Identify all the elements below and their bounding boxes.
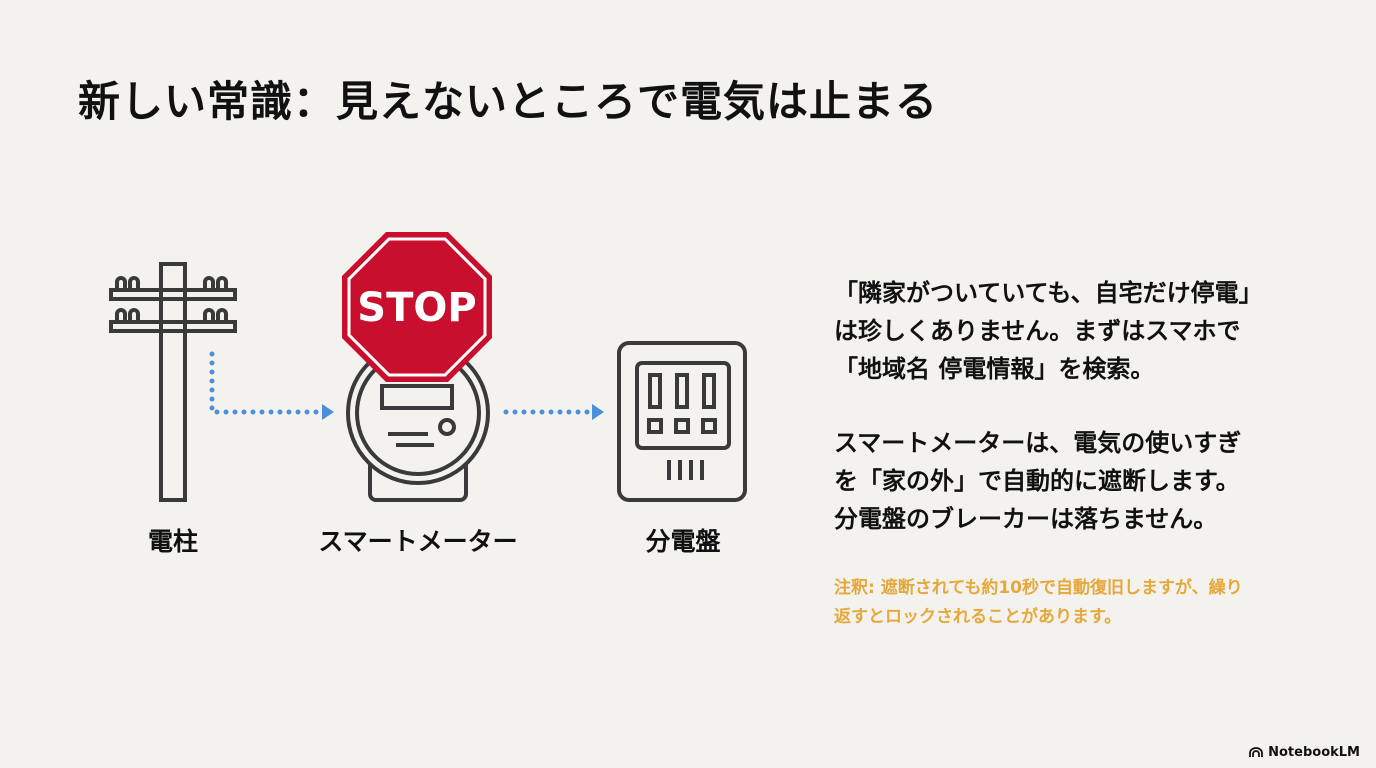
note-line: 注釈: 遮断されても約10秒で自動復旧しますが、繰り [834, 578, 1243, 598]
stop-sign-icon: STOP [342, 232, 492, 382]
paragraph-outage-check: 「隣家がついていても、自宅だけ停電」 は珍しくありません。まずはスマホで 「地域… [834, 274, 1263, 388]
brand-text: NotebookLM [1268, 745, 1360, 760]
dotted-arrow-meter-to-panel [503, 404, 604, 420]
text-line: 分電盤のブレーカーは落ちません。 [834, 505, 1218, 533]
note: 注釈: 遮断されても約10秒で自動復旧しますが、繰り 返すとロックされることがあ… [834, 574, 1243, 632]
text-line: 「地域名 停電情報」を検索。 [834, 355, 1155, 383]
notebooklm-brand: NotebookLM [1249, 745, 1360, 760]
meter-label: スマートメーター [318, 527, 518, 556]
pole-label: 電柱 [147, 527, 199, 556]
text-line: 「隣家がついていても、自宅だけ停電」 [834, 279, 1263, 307]
distribution-panel-icon [617, 341, 747, 502]
text-line: を「家の外」で自動的に遮断します。 [834, 467, 1240, 495]
panel-label: 分電盤 [645, 527, 721, 556]
paragraph-smart-meter: スマートメーターは、電気の使いすぎ を「家の外」で自動的に遮断します。 分電盤の… [834, 424, 1241, 538]
slide-title: 新しい常識：見えないところで電気は止まる [78, 77, 939, 126]
text-line: スマートメーターは、電気の使いすぎ [834, 429, 1242, 457]
note-line: 返すとロックされることがあります。 [834, 607, 1122, 627]
stop-sign-text: STOP [357, 285, 476, 331]
text-line: は珍しくありません。まずはスマホで [834, 317, 1241, 345]
notebooklm-logo-icon [1249, 747, 1264, 757]
utility-pole-icon [109, 262, 237, 502]
dotted-arrow-pole-to-meter [209, 351, 334, 420]
